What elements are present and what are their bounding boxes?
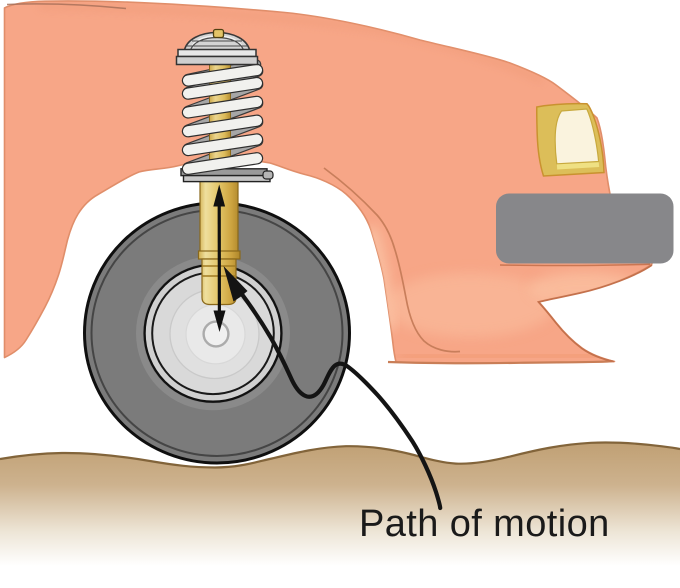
svg-text:Path of motion: Path of motion [359,503,610,545]
